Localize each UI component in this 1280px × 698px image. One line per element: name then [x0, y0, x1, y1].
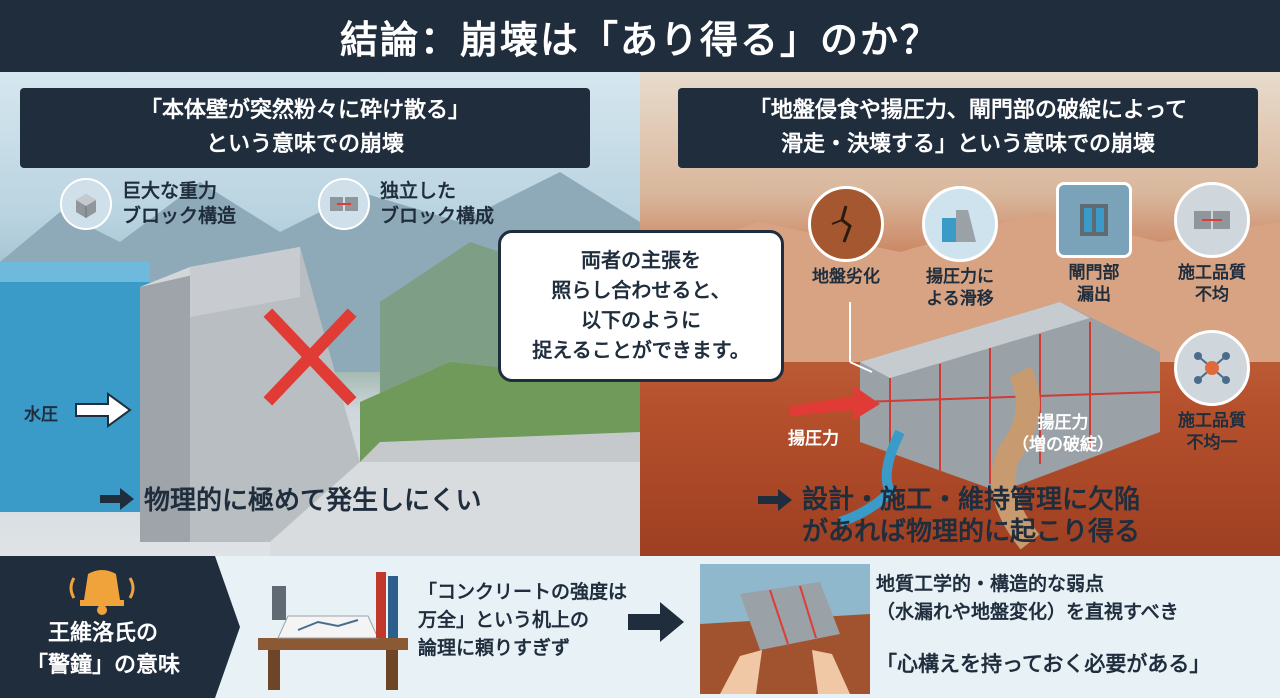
split-blocks-icon: [318, 178, 370, 230]
left-panel: 「本体壁が突然粉々に砕け散る」 という意味での崩壊 巨大な重力 ブロック構造 独…: [0, 72, 640, 556]
blocks-icon: [1174, 182, 1250, 258]
bottom-text-2: 地質工学的・構造的な弱点 （水漏れや地盤変化）を直視すべき: [876, 573, 1179, 623]
hands-inspecting-illustration: [700, 564, 870, 694]
water-pressure-label: 水圧: [24, 405, 58, 425]
right-panel-header: 「地盤侵食や揚圧力、閘門部の破綻によって 滑走・決壊する」という意味での崩壊: [678, 88, 1258, 168]
page-title: 結論：崩壊は「あり得る」のか？: [0, 0, 1280, 72]
block-icon: [60, 178, 112, 230]
bell-icon: [69, 570, 135, 615]
ground-deterioration: 地盤劣化: [808, 186, 884, 288]
arrow-right-icon: [100, 487, 134, 510]
left-panel-header: 「本体壁が突然粉々に砕け散る」 という意味での崩壊: [20, 88, 590, 168]
network-icon: [1174, 330, 1250, 406]
cracked-ground-icon: [808, 186, 884, 262]
arrow-right-icon: [758, 489, 792, 511]
bottom-text-1: 「コンクリートの強度は 万全」という机上の 論理に頼りすぎず: [418, 581, 628, 659]
feature-gravity-block: 巨大な重力 ブロック構造: [60, 178, 236, 230]
construction-quality-uneven: 施工品質 不均一: [1174, 330, 1250, 454]
lock-gate-leakage: 閘門部 漏出: [1056, 182, 1132, 306]
broken-dam-blocks: [859, 302, 1161, 492]
left-conclusion: 物理的に極めて発生しにくい: [100, 480, 481, 517]
construction-quality: 施工品質 不均: [1174, 182, 1250, 306]
feature-independent-blocks: 独立した ブロック構成: [318, 178, 494, 230]
uplift-label: 揚圧力: [788, 429, 839, 449]
right-conclusion: 設計・施工・維持管理に欠陥 があれば物理的に起こり得る: [758, 484, 1140, 548]
dam-water-icon: [922, 186, 998, 262]
arrow-right-icon: [628, 602, 684, 642]
desk-illustration: [258, 572, 408, 690]
uplift-sliding: 揚圧力に よる滑移: [922, 186, 998, 310]
uplift-failure-label: 揚圧力 （増の破綻）: [1012, 413, 1114, 455]
bottom-strip: 王維洛氏の 「警鐘」の意味 「コンクリートの強度は 万全」という机上の 論理に頼…: [0, 556, 1280, 698]
center-speech-bubble: 両者の主張を 照らし合わせると、 以下のように 捉えることができます。: [498, 230, 784, 382]
water-pressure-arrow: [75, 392, 132, 428]
bottom-text-3: 「心構えを持っておく必要がある」: [876, 652, 1211, 676]
lock-gate-icon: [1056, 182, 1132, 258]
cross-icon: [263, 308, 357, 406]
warning-section: 王維洛氏の 「警鐘」の意味: [0, 556, 240, 698]
